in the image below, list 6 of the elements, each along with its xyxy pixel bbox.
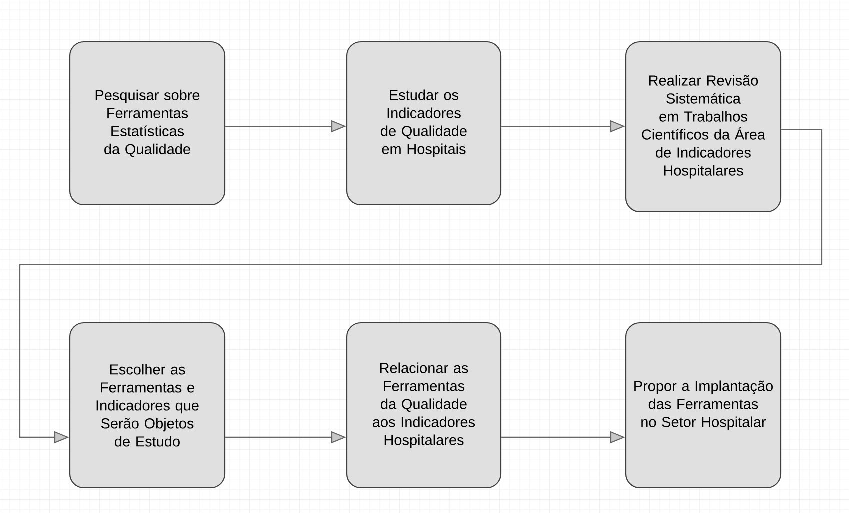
process-box: Realizar Revisão Sistemática em Trabalhos Científicos da Área de Indicadores Hospitalares — [625, 41, 782, 213]
process-box: Relacionar as Ferramentas da Qualidade aos Indicadores Hospitalares — [346, 322, 502, 489]
process-box: Estudar os Indicadores de Qualidade em Hospitais — [346, 41, 502, 206]
process-box: Escolher as Ferramentas e Indicadores que Serão Objetos de Estudo — [69, 322, 226, 489]
process-box: Propor a Implantação das Ferramentas no Setor Hospitalar — [625, 322, 782, 489]
process-box: Pesquisar sobre Ferramentas Estatísticas da Qualidade — [69, 41, 226, 206]
